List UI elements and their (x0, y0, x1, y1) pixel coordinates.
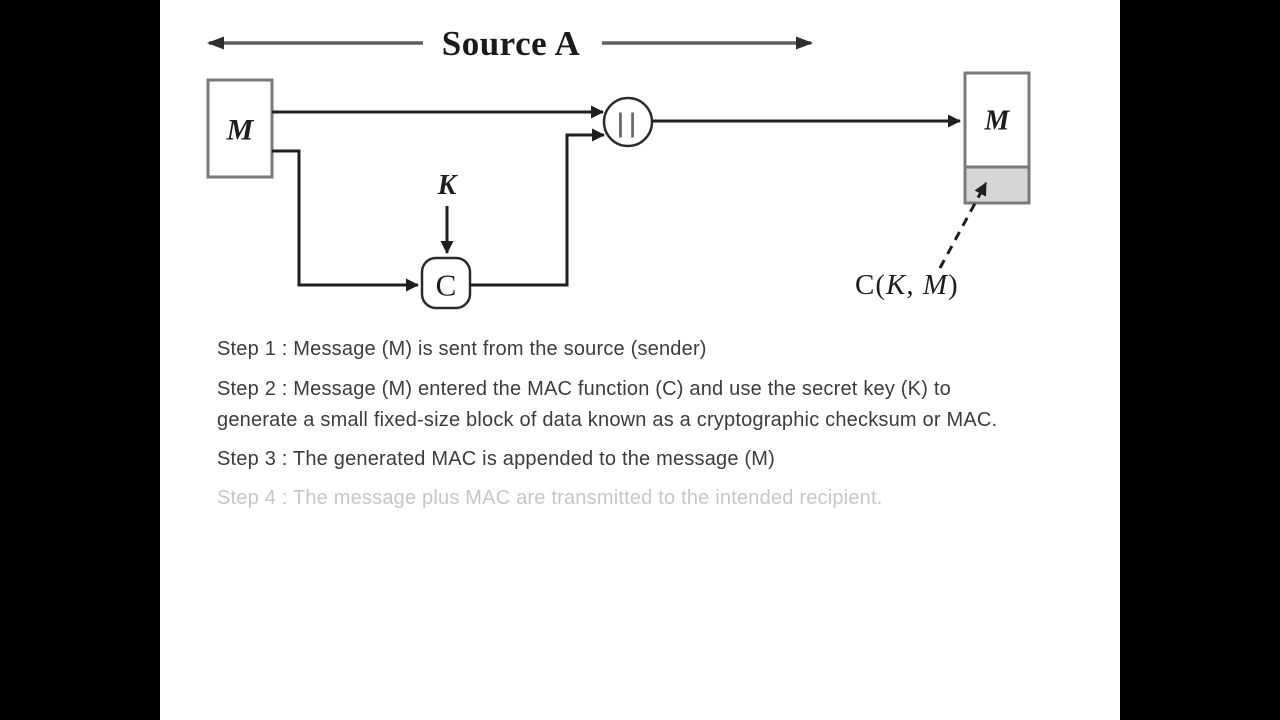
mac-output-separator: , (906, 269, 923, 301)
step-3-text: Step 3 : The generated MAC is appended t… (217, 448, 776, 470)
step-2-text-line-1: Step 2 : Message (M) entered the MAC fun… (217, 378, 951, 400)
dest-mac-block (963, 165, 1031, 205)
source-message-label: M (226, 114, 255, 147)
step-2-text-line-2: generate a small fixed-size block of dat… (217, 409, 998, 431)
mac-output-key: K (886, 269, 907, 301)
key-label: K (437, 170, 459, 201)
mac-to-concat-arrow (470, 128, 605, 287)
letterbox-left (0, 0, 160, 720)
slide: Source A M K C || M (160, 0, 1120, 720)
dest-message-label: M (984, 106, 1011, 137)
mac-function-label: C (436, 268, 457, 303)
mac-output-suffix: ) (948, 269, 959, 301)
letterbox-right (1120, 0, 1280, 720)
mac-output-label: C(K, M) (855, 269, 959, 302)
mac-output-message: M (922, 269, 949, 301)
source-message-box (206, 78, 274, 179)
mac-output-prefix: C( (855, 269, 886, 301)
message-to-mac-branch-arrow (272, 149, 419, 292)
mac-function-box (420, 256, 472, 310)
step-1-text: Step 1 : Message (M) is sent from the so… (217, 338, 707, 360)
step-4-text: Step 4 : The message plus MAC are transm… (217, 487, 883, 509)
concat-symbol: || (616, 109, 640, 138)
mac-output-dashed-arrow (938, 182, 988, 269)
diagram-title: Source A (442, 24, 581, 63)
mac-diagram: Source A M K C || M (206, 24, 1031, 310)
